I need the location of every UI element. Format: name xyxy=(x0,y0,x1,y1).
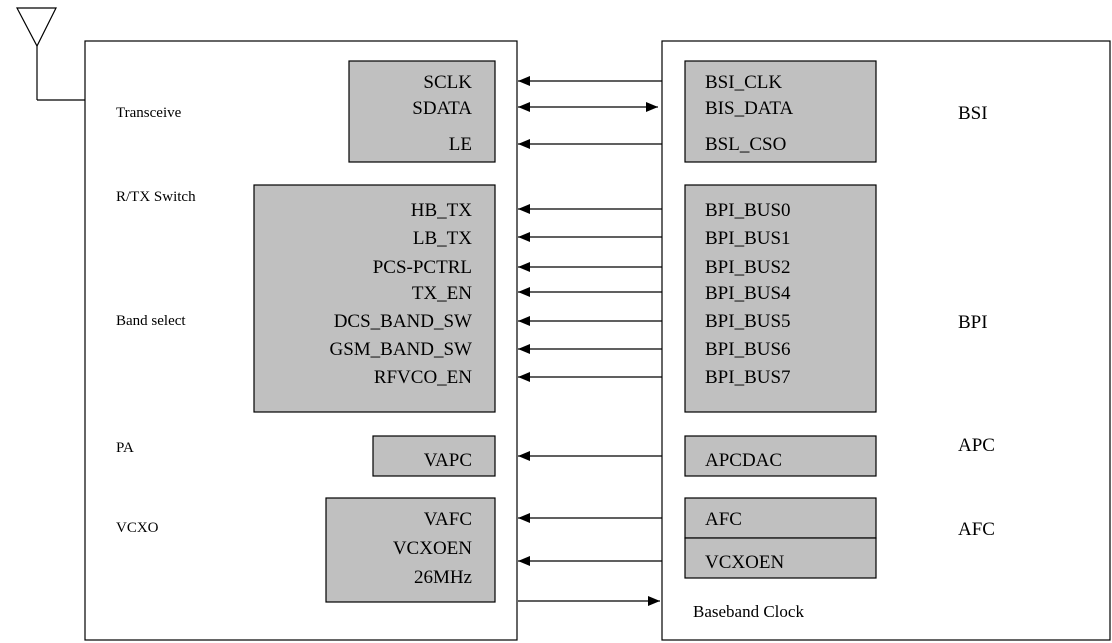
signal-lb-tx: LB_TX xyxy=(412,228,472,249)
signal-sclk: SCLK xyxy=(423,72,472,93)
signal-gsm-band-sw: GSM_BAND_SW xyxy=(329,339,472,360)
signal-afc: AFC xyxy=(705,509,742,530)
signal-bpi-bus6: BPI_BUS6 xyxy=(705,339,791,360)
label-afc: AFC xyxy=(958,519,995,540)
signal-bsi-clk: BSI_CLK xyxy=(705,72,783,93)
label-bsi: BSI xyxy=(958,103,988,124)
signal-hb-tx: HB_TX xyxy=(410,200,472,221)
label-pa: PA xyxy=(116,440,134,456)
signal-26mhz: 26MHz xyxy=(413,567,472,588)
bsi-block xyxy=(684,60,877,163)
label-band-select: Band select xyxy=(116,313,186,329)
signal-bpi-bus1: BPI_BUS1 xyxy=(705,228,791,249)
label-baseband-clock: Baseband Clock xyxy=(693,602,804,621)
label-vcxo: VCXO xyxy=(116,520,159,536)
vcxo-block xyxy=(325,497,496,603)
signal-rfvco-en: RFVCO_EN xyxy=(373,367,472,388)
signal-vcxoen-right: VCXOEN xyxy=(705,552,785,573)
signal-dcs-band-sw: DCS_BAND_SW xyxy=(333,311,472,332)
signal-bpi-bus4: BPI_BUS4 xyxy=(705,283,791,304)
transceiver-control-block xyxy=(348,60,496,163)
apc-block xyxy=(684,435,877,477)
vcxoen-block xyxy=(684,537,877,579)
signal-tx-en: TX_EN xyxy=(411,283,472,304)
signal-bpi-bus7: BPI_BUS7 xyxy=(705,367,791,388)
pa-control-block xyxy=(372,435,496,477)
signal-bis-data: BIS_DATA xyxy=(705,98,794,119)
signal-vcxoen-left: VCXOEN xyxy=(392,538,472,559)
signal-sdata: SDATA xyxy=(412,98,472,119)
signal-bpi-bus2: BPI_BUS2 xyxy=(705,257,791,278)
signal-vapc: VAPC xyxy=(423,450,472,471)
signal-le: LE xyxy=(448,134,472,155)
signal-pcs-pctrl: PCS-PCTRL xyxy=(372,257,472,278)
bpi-block xyxy=(684,184,877,413)
signal-apcdac: APCDAC xyxy=(705,450,783,471)
label-bpi: BPI xyxy=(958,312,988,333)
signal-bpi-bus5: BPI_BUS5 xyxy=(705,311,791,332)
label-rtx-switch: R/TX Switch xyxy=(116,189,196,205)
signal-bpi-bus0: BPI_BUS0 xyxy=(705,200,791,221)
signal-bsl-cso: BSL_CSO xyxy=(705,134,787,155)
label-apc: APC xyxy=(958,435,995,456)
afc-block xyxy=(684,497,877,539)
antenna-icon xyxy=(16,7,85,101)
signal-vafc: VAFC xyxy=(423,509,472,530)
switch-band-control-block xyxy=(253,184,496,413)
label-transceive: Transceive xyxy=(116,105,182,121)
